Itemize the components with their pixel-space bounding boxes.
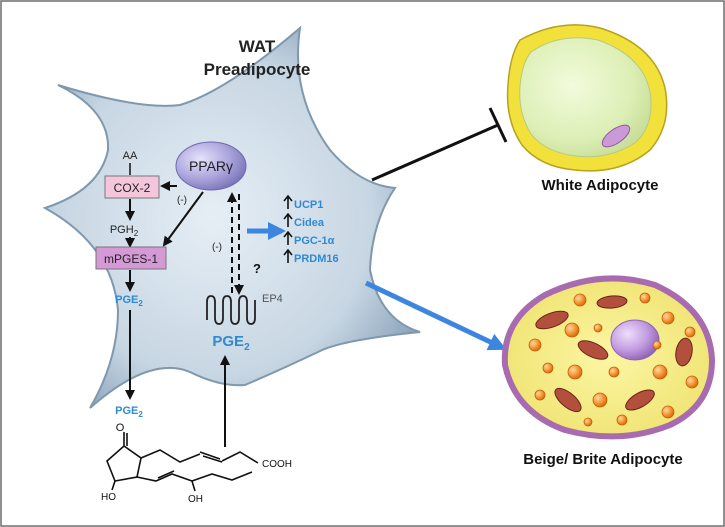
cell-title-line2: Preadipocyte [204,60,311,79]
inhibition-bar [488,107,508,143]
beige-adipocyte-label: Beige/ Brite Adipocyte [523,451,682,468]
gene-ucp1: UCP1 [294,199,323,211]
beige-adipocyte-nucleus [610,319,660,361]
mitochondria-group [535,295,693,413]
gene-up-arrow [283,248,293,263]
gene-pgc1a: PGC-1α [294,235,335,247]
ep4-label: EP4 [262,293,283,305]
unknown-mechanism-question: ? [253,261,261,276]
lipid-droplets-group [528,292,699,427]
gene-up-arrow [283,230,293,245]
pge2-inner-label: PGE2 [115,294,143,308]
white-adipocyte-label: White Adipocyte [542,177,659,194]
pge2-outside-label: PGE2 [115,405,143,419]
ppar-gamma-label: PPARγ [189,158,233,174]
pge2-receptor-label: PGE2 [212,333,250,353]
aa-label: AA [123,150,138,162]
gene-cidea: Cidea [294,217,325,229]
gene-prdm16: PRDM16 [294,253,339,265]
cox2-box [104,175,160,199]
ppar-gamma-node [175,141,247,191]
molecule-cooh: COOH [262,459,292,470]
thermogenic-gene-list: UCP1 Cidea PGC-1α PRDM16 [283,194,339,265]
beige-adipocyte-cell [501,275,716,440]
molecule-oh: OH [188,494,203,505]
gene-up-arrow [283,212,293,227]
white-adipocyte-nucleus [601,124,631,148]
pge2-chemical-structure [106,432,259,492]
mpges1-label: mPGES-1 [104,252,158,266]
molecule-ho: HO [101,492,116,503]
white-adipocyte-cell [506,24,668,172]
mpges1-box [95,246,167,270]
ep4-receptor-icon [206,295,256,325]
ppar-to-mpges-arrow [162,191,204,247]
molecule-ketone-o: O [116,422,125,434]
ppar-cox2-negative: (-) [177,195,187,206]
pgh2-label: PGH2 [110,224,139,238]
cox2-label: COX-2 [114,181,151,195]
cell-title-line1: WAT [239,37,276,56]
white-adipocyte-inhibition-line [371,123,499,182]
beige-induction-arrow [364,280,507,351]
ppar-ep4-negative: (-) [212,242,222,253]
gene-up-arrow [283,194,293,209]
